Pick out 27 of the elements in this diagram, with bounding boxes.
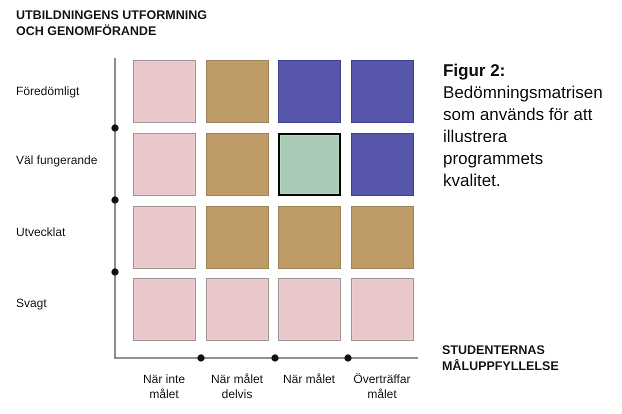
column-label: Överträffar målet (352, 372, 412, 402)
matrix-square (206, 278, 269, 341)
matrix-square (133, 60, 196, 123)
axis-title: STUDENTERNAS MÅLUPPFYLLELSE (442, 343, 560, 374)
matrix-square (206, 133, 269, 196)
matrix-square (351, 278, 414, 341)
matrix-square (206, 60, 269, 123)
matrix-square (206, 206, 269, 269)
row-label: Utvecklat (16, 225, 66, 240)
column-label: När målet delvis (210, 372, 264, 402)
column-label: När inte målet (142, 372, 186, 402)
matrix-square (133, 206, 196, 269)
row-label: Föredömligt (16, 84, 80, 99)
highlighted-matrix-square (278, 133, 341, 196)
row-label: Svagt (16, 296, 48, 311)
axis-title: UTBILDNINGENS UTFORMNING OCH GENOMFÖRANDE (16, 8, 208, 40)
matrix-square (133, 278, 196, 341)
matrix-square (351, 133, 414, 196)
matrix-square (278, 60, 341, 123)
column-label: När målet (282, 372, 336, 387)
matrix-square (351, 60, 414, 123)
figure-caption: Figur 2: Bedömningsmatrisen som används för att illustrera programmets kvalitet. (443, 60, 604, 192)
row-label: Väl fungerande (16, 153, 98, 168)
matrix-square (278, 278, 341, 341)
matrix-square (351, 206, 414, 269)
matrix-square (278, 206, 341, 269)
matrix-square (133, 133, 196, 196)
